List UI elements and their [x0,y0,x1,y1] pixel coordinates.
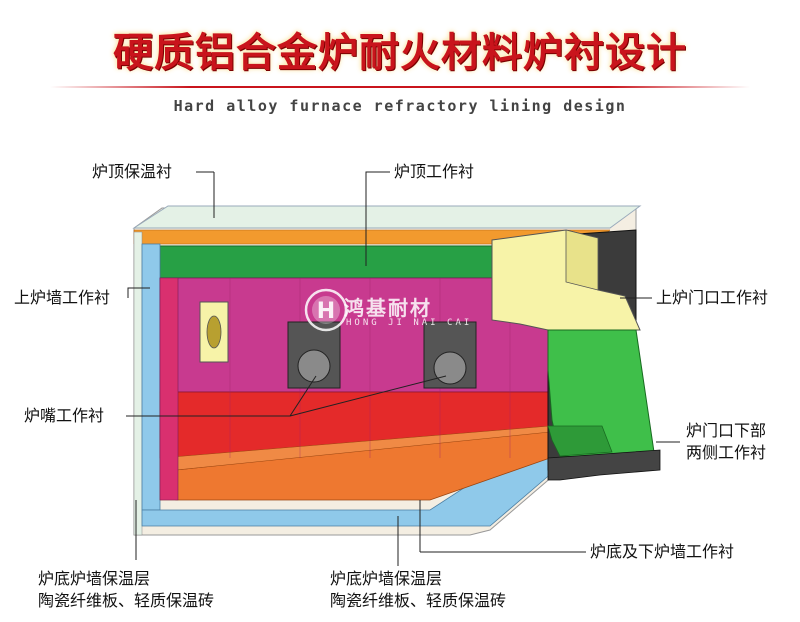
door-threshold [547,449,661,481]
label-roof-working: 炉顶工作衬 [394,162,475,181]
watermark-name: 鸿基耐材 [344,296,432,320]
label-insulation-mid-line1: 炉底炉墙保温层 [330,569,443,588]
watermark-pinyin: HONG JI NAI CAI [346,318,473,328]
label-upper-wall-working: 上炉墙工作衬 [14,288,111,307]
roof-insulation-layer [132,205,642,229]
label-insulation-left-line1: 炉底炉墙保温层 [38,569,151,588]
label-lower-door-line1: 炉门口下部 [686,421,767,440]
watermark-logo [304,288,348,332]
label-roof-insulation: 炉顶保温衬 [92,162,173,181]
label-insulation-left-line2: 陶瓷纤维板、轻质保温砖 [38,591,215,610]
leader-lines [126,171,680,566]
label-burner-working: 炉嘴工作衬 [24,406,105,425]
burner-hole-2 [433,351,467,385]
page-subtitle: Hard alloy furnace refractory lining des… [173,97,627,115]
side-port-hole [206,315,222,349]
burner-hole-1 [297,349,331,383]
label-floor-lower-wall: 炉底及下炉墙工作衬 [590,542,735,561]
watermark-logo-letter: H [317,299,335,324]
label-insulation-mid-line2: 陶瓷纤维板、轻质保温砖 [330,591,507,610]
lower-door-step [547,425,613,457]
roof-working-lining [159,245,501,279]
left-insulation-blue [141,243,161,511]
page-title: 硬质铝合金炉耐火材料炉衬设计 [113,30,687,76]
left-insulation-pale [133,231,143,536]
title-divider [50,86,750,88]
label-lower-door-line2: 两侧工作衬 [686,443,767,462]
label-upper-door-working: 上炉门口工作衬 [656,288,769,307]
left-inner-wall [159,277,179,501]
upper-door-lining-face [565,229,599,291]
